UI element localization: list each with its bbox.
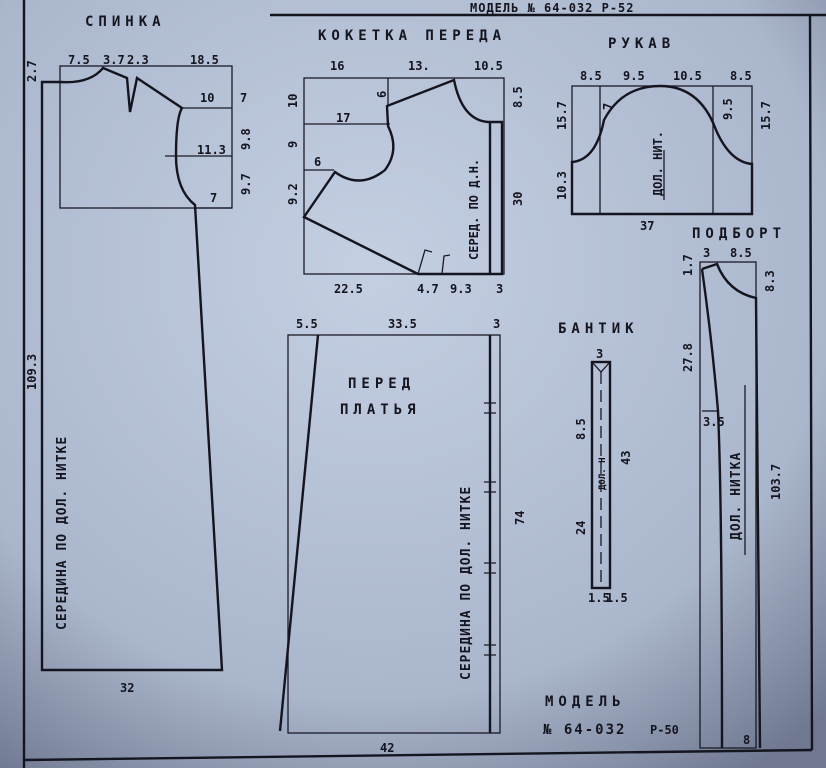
front-dress-piece: 5.5 33.5 3 74 42 ПЕРЕД ПЛАТЬЯ СЕРЕДИНА П… — [278, 317, 527, 755]
back-dim: 11.3 — [197, 143, 226, 157]
facing-dim: 8.5 — [730, 246, 752, 260]
front-yoke-dim: 9.2 — [286, 183, 300, 205]
back-dim: 7 — [210, 191, 217, 205]
sleeve-dim: 10.3 — [555, 171, 569, 200]
sleeve-dim: 10.5 — [673, 69, 702, 83]
sleeve-dim: 15.7 — [555, 101, 569, 130]
facing-dim: 8.3 — [763, 270, 777, 292]
back-dim: 10 — [200, 91, 214, 105]
sleeve-grain-label: ДОЛ. НИТ. — [651, 131, 665, 196]
back-dim: 9.7 — [239, 173, 253, 195]
front-yoke-dim: 16 — [330, 59, 344, 73]
sleeve-dim: 9.5 — [721, 98, 735, 120]
front-dress-dim: 5.5 — [296, 317, 318, 331]
back-piece: СПИНКА 7.5 3.7 2.3 18.5 2.7 109.3 7 9.8 … — [25, 14, 253, 695]
front-yoke-title: КОКЕТКА ПЕРЕДА — [318, 28, 506, 44]
front-yoke-piece: КОКЕТКА ПЕРЕДА 16 13. 10.5 10 9 9.2 8.5 … — [286, 28, 525, 296]
facing-grain-label: ДОЛ. НИТКА — [729, 452, 744, 540]
front-dress-dim: 74 — [513, 511, 527, 525]
front-yoke-dim: 4.7 — [417, 282, 439, 296]
front-dress-dim: 33.5 — [388, 317, 417, 331]
model-title: МОДЕЛЬ — [545, 694, 626, 710]
back-dim: 9.8 — [239, 128, 253, 150]
facing-dim: 8 — [743, 733, 750, 747]
back-dim: 2.3 — [127, 53, 149, 67]
back-dim: 7 — [240, 91, 247, 105]
bow-dim: 24 — [574, 521, 588, 535]
bow-dim: 1.5 — [588, 591, 610, 605]
facing-piece: ПОДБОРТ 3 8.5 1.7 27.8 8.3 103.7 3.5 8 Д… — [681, 226, 786, 749]
sleeve-dim: 7 — [601, 103, 615, 110]
back-title: СПИНКА — [85, 14, 166, 30]
front-yoke-dim: 13. — [408, 59, 430, 73]
front-yoke-dim: 10.5 — [474, 59, 503, 73]
header-text: МОДЕЛЬ № 64-032 Р-52 — [470, 1, 635, 15]
back-dim: 3.7 — [103, 53, 125, 67]
bow-grain-label: ДОЛ. Н — [598, 457, 608, 490]
bow-title: БАНТИК — [558, 321, 639, 337]
facing-dim: 1.7 — [681, 254, 695, 276]
model-number: № 64-032 — [543, 722, 626, 738]
back-dim: 7.5 — [68, 53, 90, 67]
facing-dim: 3.5 — [703, 415, 725, 429]
front-yoke-dim: 9.3 — [450, 282, 472, 296]
back-dim: 32 — [120, 681, 134, 695]
sleeve-dim: 37 — [640, 219, 654, 233]
front-dress-grain-label: СЕРЕДИНА ПО ДОЛ. НИТКЕ — [459, 486, 474, 680]
back-dim: 109.3 — [25, 354, 39, 390]
front-dress-title: ПЕРЕД — [348, 376, 415, 392]
sleeve-dim: 8.5 — [730, 69, 752, 83]
model-label: МОДЕЛЬ № 64-032 Р-50 — [543, 694, 679, 738]
facing-dim: 103.7 — [769, 464, 783, 500]
bow-dim: 43 — [619, 451, 633, 465]
front-yoke-dim: 9 — [286, 141, 300, 148]
sleeve-piece: РУКАВ 8.5 9.5 10.5 8.5 15.7 10.3 15.7 7 … — [555, 36, 773, 233]
bow-dim: 8.5 — [574, 418, 588, 440]
front-dress-title: ПЛАТЬЯ — [340, 402, 421, 418]
front-yoke-dim: 8.5 — [511, 86, 525, 108]
facing-dim: 3 — [703, 246, 710, 260]
front-yoke-dim: 6 — [314, 155, 321, 169]
front-dress-dim: 42 — [380, 741, 394, 755]
facing-title: ПОДБОРТ — [692, 226, 786, 242]
model-size: Р-50 — [650, 723, 679, 737]
sleeve-dim: 8.5 — [580, 69, 602, 83]
sleeve-dim: 9.5 — [623, 69, 645, 83]
back-dim: 2.7 — [25, 60, 39, 82]
bow-dim: 3 — [596, 347, 603, 361]
bow-piece: БАНТИК 3 8.5 24 43 1.5 1.5 ДОЛ. Н — [558, 321, 639, 605]
front-yoke-dim: 6 — [375, 91, 389, 98]
front-yoke-dim: 22.5 — [334, 282, 363, 296]
front-yoke-dim: 30 — [511, 192, 525, 206]
sleeve-dim: 15.7 — [759, 101, 773, 130]
front-yoke-grain-label: СЕРЕД. ПО Д.Н. — [467, 159, 481, 260]
front-yoke-dim: 3 — [496, 282, 503, 296]
sleeve-title: РУКАВ — [608, 36, 675, 52]
sheet-frame: МОДЕЛЬ № 64-032 Р-52 — [22, 0, 826, 768]
bow-dim: 1.5 — [606, 591, 628, 605]
back-grain-label: СЕРЕДИНА ПО ДОЛ. НИТКЕ — [55, 436, 70, 630]
front-yoke-dim: 17 — [336, 111, 350, 125]
front-dress-dim: 3 — [493, 317, 500, 331]
front-yoke-dim: 10 — [286, 94, 300, 108]
facing-dim: 27.8 — [681, 343, 695, 372]
back-dim: 18.5 — [190, 53, 219, 67]
